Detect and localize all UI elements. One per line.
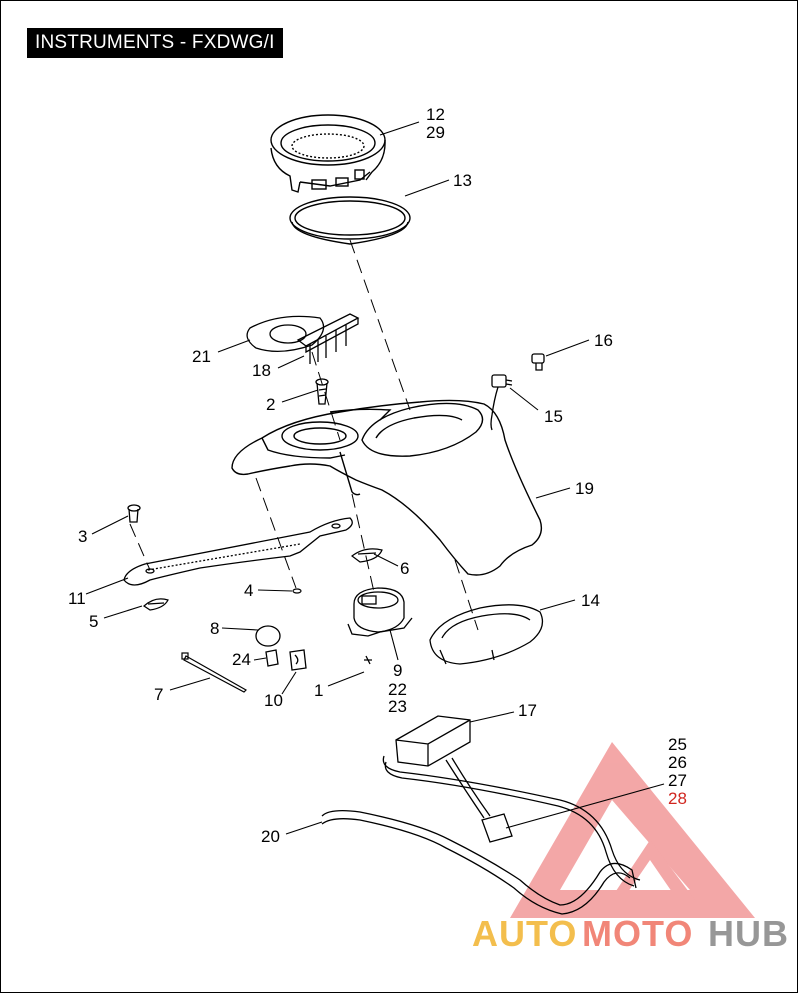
watermark-moto: MOTO bbox=[582, 913, 693, 954]
label-3: 3 bbox=[78, 527, 87, 546]
label-24: 24 bbox=[232, 650, 251, 669]
label-15: 15 bbox=[544, 407, 563, 426]
label-25: 25 bbox=[668, 735, 687, 754]
cable-tie-part-7 bbox=[181, 652, 247, 693]
watermark-triangle-logo bbox=[510, 742, 755, 918]
label-14: 14 bbox=[581, 591, 600, 610]
ignition-switch bbox=[347, 587, 413, 665]
label-21: 21 bbox=[192, 347, 211, 366]
label-12: 12 bbox=[426, 105, 445, 124]
nut-part-4 bbox=[292, 588, 302, 594]
watermark-auto: AUTO bbox=[472, 913, 577, 954]
clip-part-6 bbox=[351, 548, 383, 563]
label-8: 8 bbox=[210, 619, 219, 638]
label-26: 26 bbox=[668, 753, 687, 772]
assembly-center-lines bbox=[129, 239, 479, 631]
instrument-console-housing bbox=[231, 399, 543, 576]
clip-part-5 bbox=[143, 598, 169, 611]
label-20: 20 bbox=[261, 827, 280, 846]
label-16: 16 bbox=[594, 331, 613, 350]
screw-part-16 bbox=[531, 353, 545, 371]
part-number-labels: 12 29 13 16 21 18 15 2 19 3 6 4 11 14 5 … bbox=[68, 105, 687, 846]
label-27: 27 bbox=[668, 771, 687, 790]
label-6: 6 bbox=[400, 559, 409, 578]
gauge-gasket-ring bbox=[289, 196, 411, 245]
label-28: 28 bbox=[668, 789, 687, 808]
o-ring-part-8 bbox=[255, 625, 281, 647]
label-23: 23 bbox=[388, 697, 407, 716]
label-13: 13 bbox=[453, 171, 472, 190]
clip-part-10 bbox=[289, 649, 307, 671]
key-part-24 bbox=[265, 649, 279, 667]
label-17: 17 bbox=[518, 701, 537, 720]
page-title: INSTRUMENTS - FXDWG/I bbox=[27, 28, 283, 58]
label-2: 2 bbox=[266, 395, 275, 414]
label-10: 10 bbox=[264, 691, 283, 710]
wiring-harness bbox=[382, 715, 641, 887]
label-18: 18 bbox=[252, 361, 271, 380]
label-11: 11 bbox=[68, 589, 86, 608]
label-4: 4 bbox=[244, 581, 253, 600]
screw-part-3 bbox=[127, 504, 141, 523]
bottom-cover-ring bbox=[429, 604, 544, 665]
label-5: 5 bbox=[89, 612, 98, 631]
watermark-hub: HUB bbox=[708, 913, 789, 954]
connector-part-15 bbox=[490, 374, 513, 431]
label-7: 7 bbox=[154, 685, 163, 704]
mounting-bracket bbox=[123, 517, 353, 586]
label-22: 22 bbox=[388, 680, 407, 699]
leader-lines bbox=[85, 121, 665, 835]
watermark-text: AUTO MOTO HUB bbox=[472, 913, 789, 954]
label-29: 29 bbox=[426, 123, 445, 142]
speedometer-gauge bbox=[270, 114, 386, 193]
label-19: 19 bbox=[575, 479, 594, 498]
indicator-lamp-assembly bbox=[246, 313, 360, 364]
label-9: 9 bbox=[393, 661, 402, 680]
seal-strip-part-20 bbox=[321, 810, 637, 915]
label-1: 1 bbox=[314, 681, 323, 700]
